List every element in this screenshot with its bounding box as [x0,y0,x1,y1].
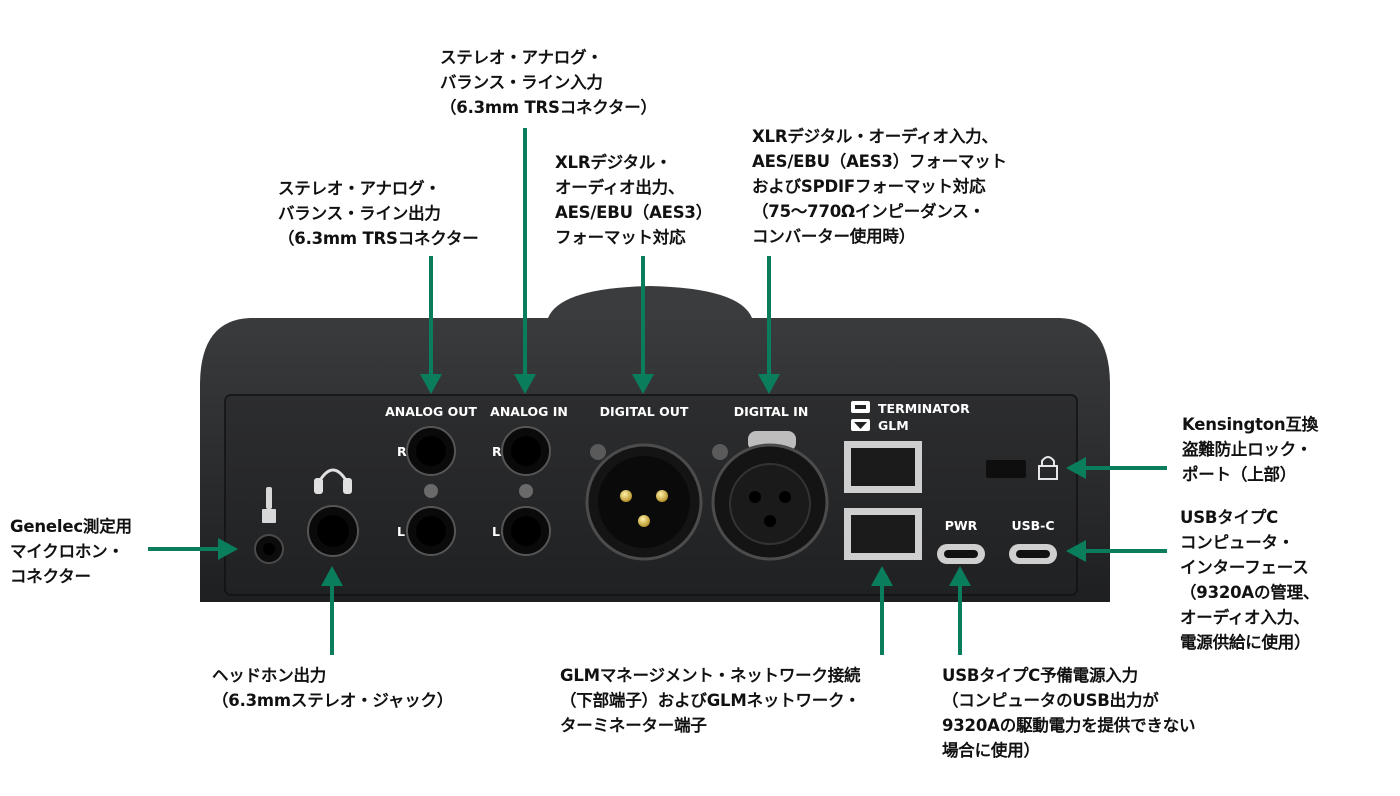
analog-out-r-jack[interactable] [406,426,456,476]
arrow-digital-out [632,256,654,394]
analog-out-l-jack[interactable] [406,506,456,556]
callout-pwr: USBタイプC予備電源入力 （コンピュータのUSB出力が 9320Aの駆動電力を… [942,663,1195,763]
callout-line: （6.3mm TRSコネクター） [440,98,657,117]
callout-line: Genelec測定用 [10,517,132,536]
label-analog-in: ANALOG IN [490,404,568,419]
callout-line: GLMマネージメント・ネットワーク接続 [560,666,861,685]
callout-digital-out: XLRデジタル・ オーディオ出力、 AES/EBU（AES3） フォーマット対応 [555,150,712,250]
callout-line: （下部端子）およびGLMネットワーク・ [560,691,861,710]
terminator-icon [851,401,870,413]
arrow-headphone [321,566,343,655]
callout-digital-in: XLRデジタル・オーディオ入力、 AES/EBU（AES3）フォーマット および… [752,124,1007,249]
arrow-analog-in [514,128,536,394]
arrow-kensington [1066,457,1167,479]
label-analog-in-r: R [492,444,502,459]
callout-line: （6.3mm TRSコネクター [278,229,479,248]
volume-knob[interactable] [548,286,752,318]
label-analog-in-l: L [492,524,500,539]
callout-line: （75～770Ωインピーダンス・ [752,202,985,221]
glm-network-port-lower[interactable] [844,508,922,560]
lock-icon [1038,456,1058,480]
label-analog-out: ANALOG OUT [385,404,477,419]
callout-line: オーディオ出力、 [555,178,685,197]
callout-line: インターフェース [1180,558,1309,577]
arrow-glm [871,566,893,655]
callout-glm: GLMマネージメント・ネットワーク接続 （下部端子）およびGLMネットワーク・ … [560,663,861,738]
callout-line: コンピュータ・ [1180,533,1295,552]
callout-analog-out: ステレオ・アナログ・ バランス・ライン出力 （6.3mm TRSコネクター [278,176,479,251]
screw [712,444,728,460]
arrow-usb-c [1066,540,1167,562]
pwr-usb-c-port[interactable] [937,544,985,564]
analog-in-r-jack[interactable] [501,426,551,476]
glm-icon [851,419,870,431]
callout-line: およびSPDIFフォーマット対応 [752,177,986,196]
microphone-icon [262,487,276,523]
callout-headphone: ヘッドホン出力 （6.3mmステレオ・ジャック） [212,663,453,713]
callout-line: 場合に使用） [942,741,1040,760]
usb-c-port[interactable] [1009,544,1057,564]
callout-line: AES/EBU（AES3） [555,203,713,222]
callout-line: （6.3mmステレオ・ジャック） [212,691,454,710]
callout-line: 電源供給に使用） [1180,633,1311,652]
headphone-jack[interactable] [307,505,359,557]
callout-line: ステレオ・アナログ・ [440,48,603,67]
callout-line: 盗難防止ロック・ [1182,440,1313,459]
digital-out-xlr[interactable] [585,443,703,561]
callout-line: ステレオ・アナログ・ [278,179,441,198]
callout-line: ポート（上部） [1182,465,1297,484]
analog-in-l-jack[interactable] [501,506,551,556]
label-glm: GLM [878,418,909,433]
callout-analog-in: ステレオ・アナログ・ バランス・ライン入力 （6.3mm TRSコネクター） [440,45,657,120]
callout-line: USBタイプC予備電源入力 [942,666,1138,685]
arrow-pwr [949,566,971,655]
callout-line: Kensington互換 [1182,415,1319,434]
glm-network-port-upper[interactable] [844,441,922,493]
screw [590,444,606,460]
label-usb-c: USB-C [1011,518,1054,533]
screw [424,484,438,498]
digital-in-xlr[interactable] [711,431,829,561]
headphone-icon [314,468,352,494]
kensington-slot[interactable] [986,460,1026,478]
callout-line: XLRデジタル・ [555,153,672,172]
callout-line: USBタイプC [1180,508,1279,527]
callout-line: XLRデジタル・オーディオ入力、 [752,127,998,146]
label-pwr: PWR [945,518,978,533]
callout-line: マイクロホン・ [10,542,124,561]
arrow-analog-out [420,256,442,394]
callout-line: フォーマット対応 [555,228,686,247]
mic-connector[interactable] [254,534,284,564]
arrow-mic [148,538,238,560]
callout-line: バランス・ライン出力 [278,204,441,223]
callout-line: （コンピュータのUSB出力が [942,691,1159,710]
label-terminator: TERMINATOR [878,401,970,416]
label-analog-out-l: L [397,524,405,539]
callout-line: ヘッドホン出力 [212,666,327,685]
callout-line: コンバーター使用時） [752,227,916,246]
callout-line: コネクター [10,567,91,586]
callout-usb-c: USBタイプC コンピュータ・ インターフェース （9320Aの管理、 オーディ… [1180,505,1319,655]
arrow-digital-in [758,256,780,394]
callout-line: ターミネーター端子 [560,716,707,735]
label-digital-out: DIGITAL OUT [600,404,689,419]
callout-mic: Genelec測定用 マイクロホン・ コネクター [10,514,132,589]
screw [519,484,533,498]
callout-line: 9320Aの駆動電力を提供できない [942,716,1196,735]
label-analog-out-r: R [397,444,407,459]
callout-line: バランス・ライン入力 [440,73,603,92]
callout-line: （9320Aの管理、 [1180,583,1320,602]
callout-line: オーディオ入力、 [1180,608,1310,627]
label-digital-in: DIGITAL IN [734,404,809,419]
callout-line: AES/EBU（AES3）フォーマット [752,152,1007,171]
callout-kensington: Kensington互換 盗難防止ロック・ ポート（上部） [1182,412,1318,487]
